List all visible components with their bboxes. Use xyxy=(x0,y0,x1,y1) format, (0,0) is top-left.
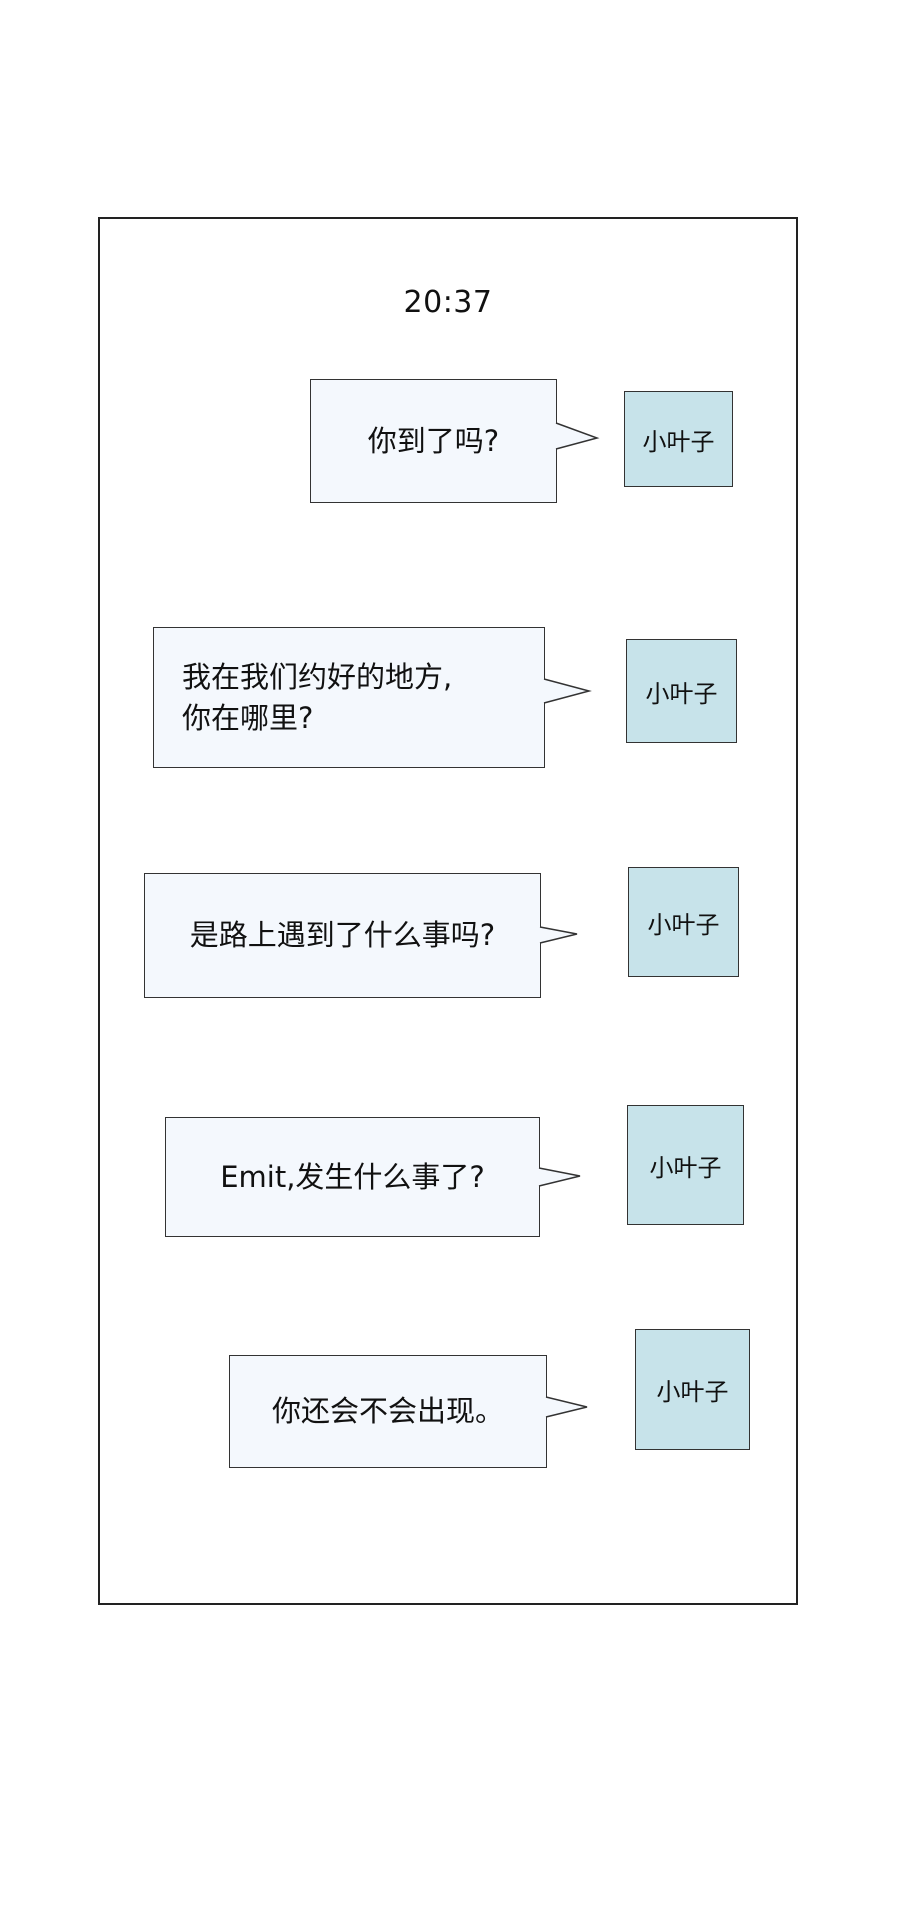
sender-avatar[interactable]: 小叶子 xyxy=(628,867,739,977)
message-text: Emit,发生什么事了? xyxy=(220,1159,485,1194)
sender-name: 小叶子 xyxy=(642,427,715,456)
message-text: 我在我们约好的地方, 你在哪里? xyxy=(182,660,453,735)
sender-name: 小叶子 xyxy=(647,910,720,939)
bubble-tail xyxy=(545,1396,588,1418)
bubble-tail xyxy=(543,678,592,704)
sender-avatar[interactable]: 小叶子 xyxy=(635,1329,750,1450)
message-text: 是路上遇到了什么事吗? xyxy=(189,918,496,953)
timestamp: 20:37 xyxy=(403,285,493,320)
message-text: 你到了吗? xyxy=(367,423,500,458)
sender-name: 小叶子 xyxy=(645,679,718,708)
sender-avatar[interactable]: 小叶子 xyxy=(627,1105,744,1225)
sender-avatar[interactable]: 小叶子 xyxy=(626,639,737,743)
bubble-tail xyxy=(555,422,600,450)
sender-name: 小叶子 xyxy=(649,1153,722,1182)
message-bubble[interactable]: 是路上遇到了什么事吗? xyxy=(144,873,541,998)
bubble-tail xyxy=(539,926,578,944)
sender-name: 小叶子 xyxy=(656,1378,729,1406)
message-bubble[interactable]: 你还会不会出现。 xyxy=(229,1355,547,1468)
message-text: 你还会不会出现。 xyxy=(271,1394,504,1429)
sender-avatar[interactable]: 小叶子 xyxy=(624,391,733,487)
message-bubble[interactable]: 我在我们约好的地方, 你在哪里? xyxy=(153,627,545,768)
bubble-tail xyxy=(538,1167,581,1187)
message-bubble[interactable]: 你到了吗? xyxy=(310,379,557,503)
message-bubble[interactable]: Emit,发生什么事了? xyxy=(165,1117,540,1237)
chat-screen-frame: 20:37 你到了吗? 小叶子 我在我们约好的地方, 你在哪里? 小叶子 是路上… xyxy=(98,217,798,1605)
